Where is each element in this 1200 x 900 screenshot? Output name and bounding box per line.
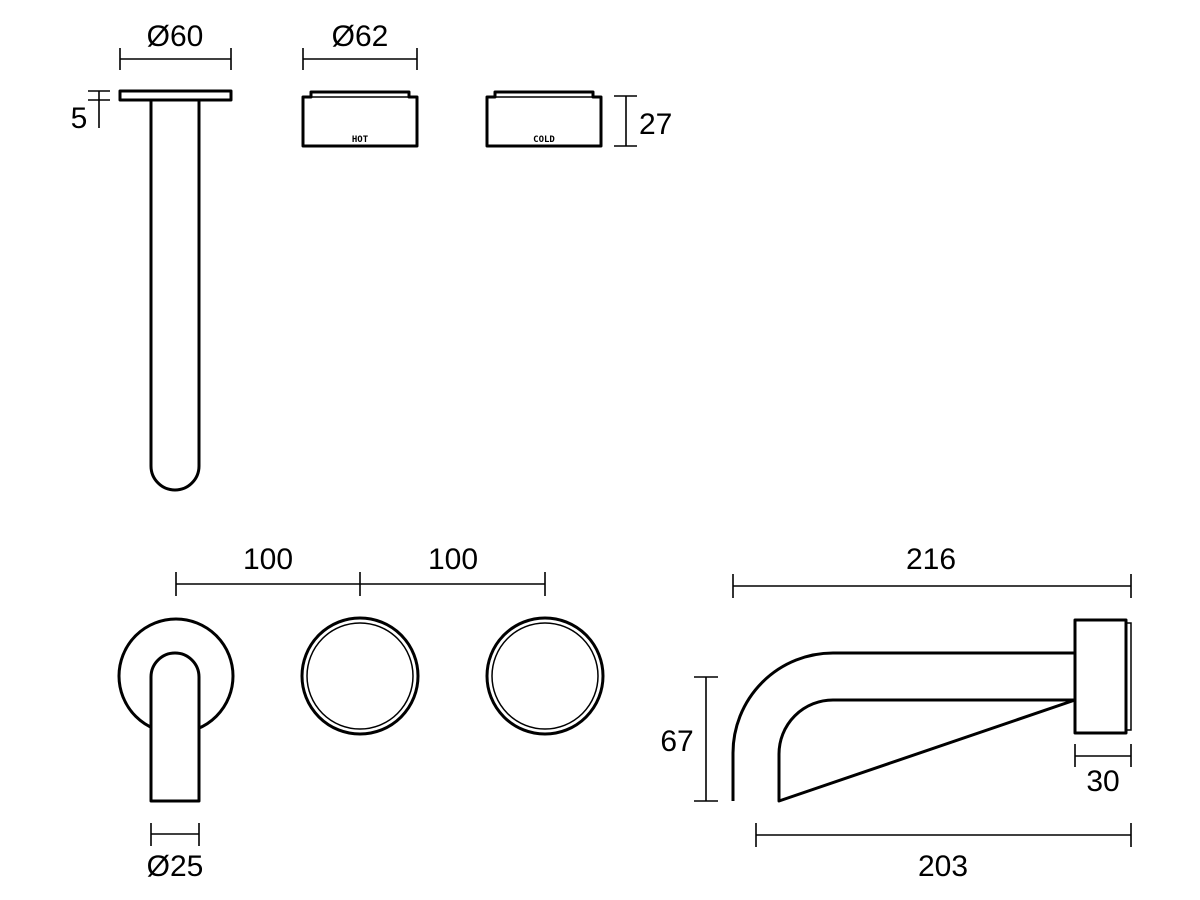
spout-front-view bbox=[117, 617, 235, 803]
cold-label: COLD bbox=[533, 135, 555, 145]
cold-handle-inner bbox=[491, 622, 599, 730]
dimension-label: Ø60 bbox=[147, 20, 204, 53]
dimension-spout-diameter: Ø25 bbox=[147, 823, 204, 883]
dimension-label: Ø62 bbox=[332, 20, 389, 53]
dimension-spout-rose-depth: 30 bbox=[1074, 744, 1132, 798]
spout-rose-plate bbox=[118, 89, 233, 102]
dimension-label: 203 bbox=[918, 850, 968, 883]
dimension-label: Ø25 bbox=[147, 850, 204, 883]
dimension-centres: 100 100 bbox=[175, 543, 546, 596]
hot-handle-outer bbox=[300, 616, 420, 736]
hot-handle-front-view bbox=[300, 616, 420, 736]
spout-side-view bbox=[731, 618, 1132, 803]
spout-front bbox=[149, 651, 201, 803]
cold-handle-body bbox=[485, 90, 603, 148]
dimension-label: 27 bbox=[639, 108, 672, 141]
hot-handle-side-view: HOT bbox=[301, 90, 419, 148]
dimension-handle-diameter: Ø62 bbox=[302, 20, 418, 70]
dimension-label: 30 bbox=[1086, 765, 1119, 798]
hot-handle-body bbox=[301, 90, 419, 148]
dimension-spout-total-length: 216 bbox=[732, 543, 1132, 598]
dimension-rose-thickness: 5 bbox=[71, 90, 110, 135]
hot-label: HOT bbox=[352, 135, 369, 145]
dimension-label: 100 bbox=[243, 543, 293, 576]
dimension-spout-projection: 203 bbox=[755, 823, 1132, 883]
spout-top-view bbox=[118, 89, 233, 492]
spout-side-body bbox=[731, 651, 1077, 803]
dimension-label: 5 bbox=[71, 102, 88, 135]
dimension-spout-height: 67 bbox=[660, 676, 718, 802]
hot-handle-inner bbox=[306, 622, 414, 730]
spout-side-rose bbox=[1073, 618, 1128, 735]
dimension-label: 67 bbox=[660, 725, 693, 758]
cold-handle-front-view bbox=[485, 616, 605, 736]
cold-handle-outer bbox=[485, 616, 605, 736]
spout-side-rose-edge bbox=[1125, 622, 1132, 731]
dimension-label: 100 bbox=[428, 543, 478, 576]
dimension-label: 216 bbox=[906, 543, 956, 576]
cold-handle-side-view: COLD bbox=[485, 90, 603, 148]
dimension-handle-height: 27 bbox=[614, 95, 672, 147]
dimension-spout-rose-diameter: Ø60 bbox=[119, 20, 232, 70]
spout-tube bbox=[149, 100, 201, 492]
